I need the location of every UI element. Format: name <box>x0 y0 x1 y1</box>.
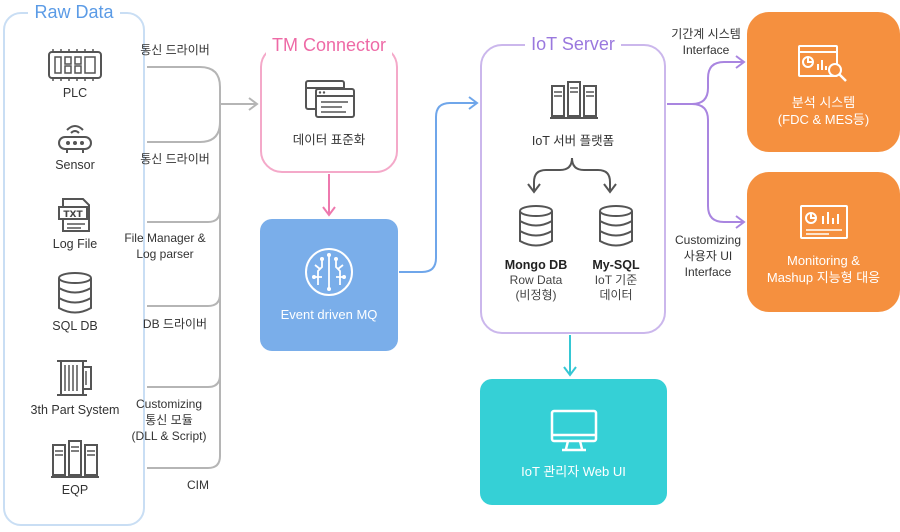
windows-icon <box>305 80 355 118</box>
analysis-line1: 분석 시스템 <box>791 95 856 110</box>
iot-server-title: IoT Server <box>525 34 621 54</box>
connector-eqp <box>147 104 221 469</box>
source-label: 3th Part System <box>30 403 120 417</box>
label-custom-line1: Customizing <box>135 397 203 411</box>
arrow-iot-to-analysis <box>667 61 743 105</box>
tm-connector-title: TM Connector <box>265 35 393 55</box>
plc-icon <box>48 49 102 81</box>
iot-server-panel: IoT Server IoT 서버 플랫폼 Mongo DB Row Data … <box>480 34 666 334</box>
label-legacy-line1: 기간계 시스템 <box>671 27 741 41</box>
label-comm-driver-1: 통신 드라이버 <box>140 43 210 57</box>
database-icon <box>58 272 92 314</box>
source-label: Sensor <box>55 158 95 172</box>
source-3thparty: 3th Part System <box>5 357 145 417</box>
source-label: PLC <box>62 86 88 100</box>
analysis-system-label: 분석 시스템 (FDC & MES등) <box>747 94 900 128</box>
tm-subtitle: 데이터 표준화 <box>292 133 366 147</box>
label-legacy-line2: Interface <box>682 43 730 57</box>
mongo-db-name: Mongo DB <box>504 258 568 272</box>
label-file-manager-line1: File Manager & <box>124 231 206 245</box>
mysql-db-icon <box>599 205 633 247</box>
server-icon <box>51 440 99 478</box>
source-label: SQL DB <box>52 319 98 333</box>
connector-plc <box>147 66 221 104</box>
event-mq-panel: Event driven MQ <box>260 219 398 351</box>
label-cim: CIM <box>187 478 209 492</box>
label-custom-ui-line3: Interface <box>684 265 732 279</box>
split-arrows-icon <box>527 157 617 194</box>
mysql-db-label: My-SQL IoT 기준 데이터 <box>571 258 661 303</box>
label-custom-ui-line2: 사용자 UI <box>683 249 733 263</box>
rack-icon <box>57 360 92 396</box>
iot-web-ui-panel: IoT 관리자 Web UI <box>480 379 667 505</box>
label-custom-line3: (DLL & Script) <box>131 429 207 443</box>
source-eqp: EQP <box>5 439 145 497</box>
monitoring-line2: Mashup 지능형 대응 <box>766 270 881 285</box>
mongo-db-label: Mongo DB Row Data (비정형) <box>491 258 581 303</box>
mysql-db-name: My-SQL <box>592 258 640 272</box>
svg-text:TXT: TXT <box>63 210 83 220</box>
server-cluster-icon <box>550 81 598 119</box>
label-comm-driver-2: 통신 드라이버 <box>140 152 210 166</box>
source-label: Log File <box>52 237 98 251</box>
label-file-manager-line2: Log parser <box>136 247 194 261</box>
label-custom-ui-line1: Customizing <box>674 233 742 247</box>
source-plc: PLC <box>5 48 145 100</box>
label-custom-ui-interface: Customizing 사용자 UI Interface <box>666 232 750 280</box>
analysis-system-panel: 분석 시스템 (FDC & MES등) <box>747 12 900 152</box>
monitoring-label: Monitoring & Mashup 지능형 대응 <box>747 252 900 286</box>
monitor-icon <box>550 409 598 452</box>
txt-file-icon: TXT <box>58 198 90 232</box>
chip-circuit-icon <box>305 248 353 296</box>
raw-data-panel: Raw Data PLC Sensor TXT <box>3 2 145 526</box>
source-sqldb: SQL DB <box>5 271 145 333</box>
label-custom-line2: 통신 모듈 <box>145 413 193 427</box>
label-customizing-module: Customizing 통신 모듈 (DLL & Script) <box>122 396 216 444</box>
arrow-mq-to-iot <box>399 102 476 273</box>
mysql-db-line1: IoT 기준 <box>594 273 638 287</box>
sensor-icon <box>58 125 92 153</box>
analysis-line2: (FDC & MES등) <box>777 112 870 127</box>
raw-data-title: Raw Data <box>28 2 120 22</box>
connector-sqldb <box>147 104 221 307</box>
mongo-db-icon <box>519 205 553 247</box>
tm-connector-panel: TM Connector 데이터 표준화 <box>260 35 398 173</box>
label-db-driver: DB 드라이버 <box>142 317 208 331</box>
source-logfile: TXT Log File <box>5 197 145 251</box>
source-sensor: Sensor <box>5 122 145 172</box>
arrow-iot-to-monitoring <box>667 103 743 223</box>
analytics-search-icon <box>798 45 847 82</box>
event-mq-label: Event driven MQ <box>280 307 378 322</box>
mongo-db-line1: Row Data <box>509 273 563 287</box>
mongo-db-line2: (비정형) <box>515 288 557 302</box>
source-label: EQP <box>61 483 89 497</box>
mysql-db-line2: 데이터 <box>599 288 633 302</box>
iot-web-ui-label: IoT 관리자 Web UI <box>521 464 626 479</box>
monitoring-panel: Monitoring & Mashup 지능형 대응 <box>747 172 900 312</box>
label-file-manager: File Manager & Log parser <box>114 230 216 262</box>
monitoring-line1: Monitoring & <box>787 253 860 268</box>
dashboard-icon <box>800 205 848 239</box>
connector-sensor <box>147 104 221 143</box>
iot-subtitle: IoT 서버 플랫폼 <box>531 134 615 148</box>
label-legacy-interface: 기간계 시스템 Interface <box>666 26 746 58</box>
